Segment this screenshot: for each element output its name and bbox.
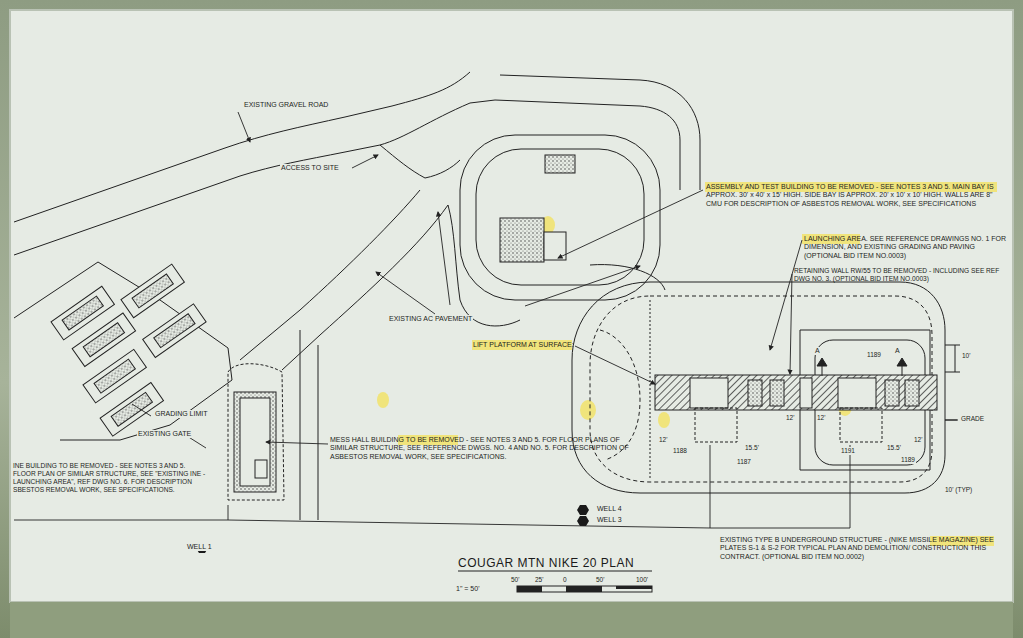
- dimension: 10' (TYP): [944, 486, 973, 494]
- elevation-number: 1189: [900, 456, 916, 464]
- mess-hall: [228, 364, 284, 500]
- elevation-number: 1188: [672, 447, 688, 455]
- building-note: ASSEMBLY AND TEST BUILDING TO BE REMOVED…: [706, 183, 996, 208]
- well-label: WELL 4: [596, 505, 623, 513]
- dimension: 12': [785, 414, 795, 422]
- sign-panel: [10, 10, 1013, 602]
- well-label: WELL 3: [596, 516, 623, 524]
- dimension: 12': [658, 436, 668, 444]
- dimension: 12': [816, 414, 826, 422]
- launcher-pits: [690, 378, 919, 442]
- scale-number: 0: [563, 576, 567, 584]
- gate-label: EXISTING GATE: [137, 430, 192, 438]
- plan-title: COUGAR MTN NIKE 20 PLAN: [458, 556, 634, 570]
- area-note: LAUNCHING AREA. SEE REFERENCE DRAWINGS N…: [804, 235, 1009, 260]
- elevation-number: 1189: [866, 351, 882, 359]
- grade-label: GRADE: [960, 415, 985, 423]
- dimension: 12': [913, 436, 923, 444]
- scale-number: 50': [596, 576, 604, 584]
- elevation-number: 1191: [840, 447, 856, 455]
- dimension: 10': [961, 352, 971, 360]
- scale-bar: [458, 571, 652, 592]
- structure-note: EXISTING TYPE B UNDERGROUND STRUCTURE - …: [720, 536, 1000, 561]
- section-mark: A: [894, 347, 901, 355]
- dimension: 15.5': [744, 444, 760, 452]
- wells: [196, 505, 589, 553]
- elevation-number: 1187: [736, 458, 752, 466]
- section-marks: [817, 345, 960, 420]
- assembly-building: [500, 155, 575, 262]
- platform-label: LIFT PLATFORM AT SURFACE:: [473, 341, 574, 349]
- scale-number: 50': [511, 576, 519, 584]
- road-label: EXISTING GRAVEL ROAD: [243, 101, 329, 109]
- building-note: INE BUILDING TO BE REMOVED - SEE NOTES 3…: [13, 462, 208, 494]
- dimension: 15.5': [886, 444, 902, 452]
- access-label: ACCESS TO SITE: [280, 164, 340, 172]
- frame-bottom: [10, 602, 1013, 638]
- scale-number: 100': [636, 576, 648, 584]
- scale-number: 25': [535, 576, 543, 584]
- section-mark: A: [814, 347, 821, 355]
- leader-lines: [14, 112, 957, 528]
- launcher-band: [655, 375, 937, 410]
- launching-area: [572, 282, 945, 493]
- grading-label: GRADING LIMIT: [154, 410, 209, 418]
- barracks-buildings: [14, 246, 233, 440]
- scale-ratio: 1" = 50': [456, 585, 479, 593]
- roads: [14, 72, 700, 520]
- building-note: MESS HALL BUILDING TO BE REMOVED - SEE N…: [330, 436, 630, 461]
- wall-note: RETAINING WALL RW/55 TO BE REMOVED - INC…: [794, 267, 1009, 283]
- pavement-label: EXISTING AC PAVEMENT: [388, 315, 473, 323]
- well-label: WELL 1: [186, 543, 213, 551]
